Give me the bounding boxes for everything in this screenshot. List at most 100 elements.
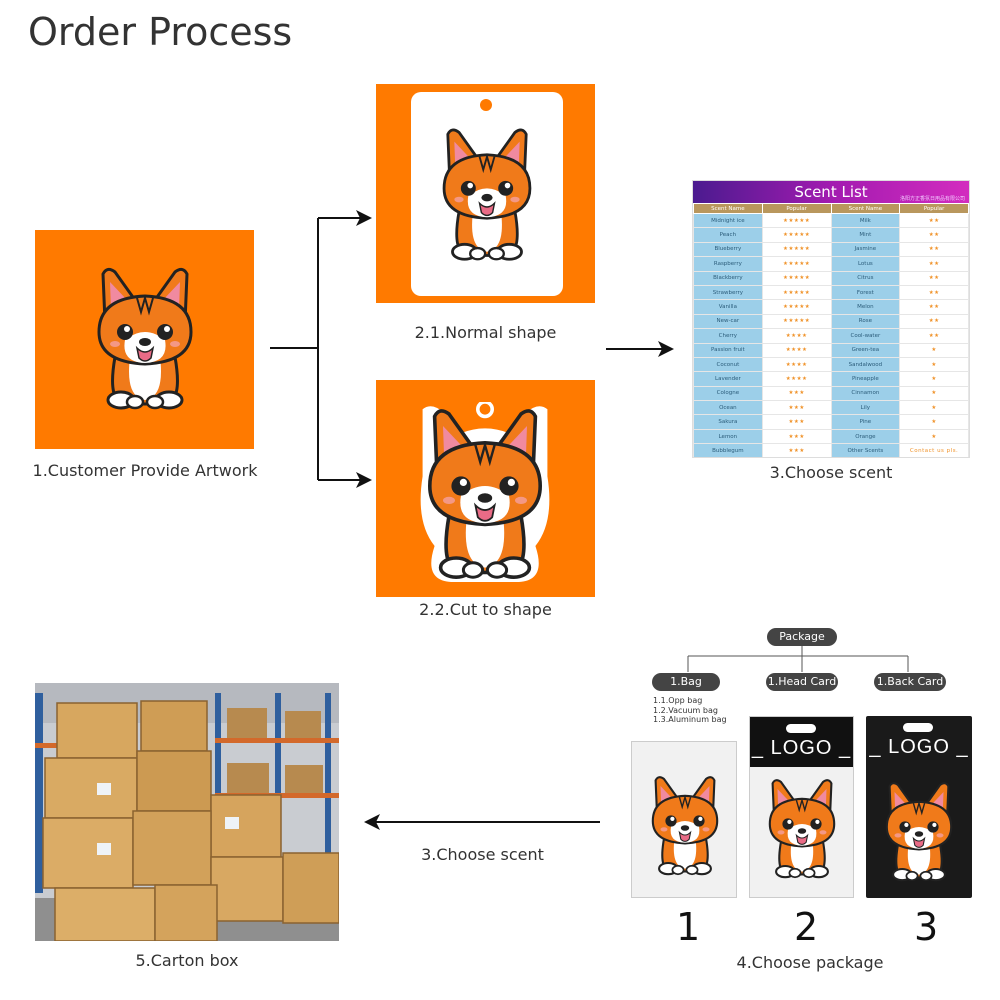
scent-popularity-cell: ★★	[899, 241, 969, 258]
scent-name-cell: Lavender	[693, 371, 763, 387]
page-title: Order Process	[28, 10, 293, 54]
scent-name-cell: Sakura	[693, 414, 763, 430]
scent-popularity-cell: ★★	[899, 270, 969, 286]
step1-caption: 1.Customer Provide Artwork	[32, 461, 258, 480]
hang-hole	[480, 99, 492, 111]
scent-name-cell: Coconut	[693, 356, 763, 373]
scent-name-cell: Other Scents	[830, 443, 901, 457]
scent-name-cell: Sandalwood	[830, 356, 901, 373]
package-back-card-image: _ LOGO _	[866, 716, 972, 898]
scent-popularity-cell: ★★★	[761, 443, 832, 457]
scent-popularity-cell: ★★	[899, 212, 969, 229]
scent-popularity-cell: ★★★★★	[761, 256, 832, 272]
scent-popularity-cell: ★	[899, 428, 969, 445]
hang-slot	[903, 723, 933, 732]
corgi-cut-shape	[420, 402, 550, 582]
scent-name-cell: Citrus	[830, 270, 901, 286]
scent-popularity-cell: ★★	[899, 284, 969, 301]
scent-name-cell: Strawberry	[693, 284, 763, 301]
scent-popularity-cell: ★★★★	[761, 356, 832, 373]
step3-arrow-caption: 3.Choose scent	[421, 845, 544, 864]
scent-popularity-cell: ★	[899, 342, 969, 358]
scent-name-cell: Blueberry	[693, 241, 763, 258]
scent-popularity-cell: ★★★	[761, 400, 832, 416]
scent-name-cell: Jasmine	[830, 241, 901, 258]
arrow-to-scent	[606, 341, 674, 357]
scent-popularity-cell: ★★★	[761, 428, 832, 445]
scent-table-row: Peach★★★★★Mint★★	[693, 227, 969, 243]
scent-table-row: New-car★★★★★Rose★★	[693, 313, 969, 330]
scent-table-row: Strawberry★★★★★Forest★★	[693, 284, 969, 301]
scent-popularity-cell: ★★★★★	[761, 299, 832, 315]
scent-table-row: Cherry★★★★Cool-water★★	[693, 328, 969, 344]
package-root-pill: Package	[767, 628, 837, 646]
scent-popularity-cell: ★★★★★	[761, 241, 832, 258]
scent-popularity-cell: Contact us pls.	[899, 443, 969, 457]
scent-name-cell: Pine	[830, 414, 901, 430]
head-card-top: _ LOGO _	[750, 717, 853, 767]
scent-name-cell: Peach	[693, 227, 763, 243]
scent-popularity-cell: ★	[899, 385, 969, 402]
scent-popularity-cell: ★★★★	[761, 371, 832, 387]
corgi-illustration	[877, 778, 961, 883]
scent-table: Scent Name Popular Scent Name Popular Mi…	[693, 203, 969, 457]
scent-table-row: Midnight ice★★★★★Milk★★	[693, 212, 969, 229]
package-number: 2	[794, 905, 819, 949]
scent-name-cell: Green-tea	[830, 342, 901, 358]
customer-artwork-image	[35, 230, 254, 449]
scent-name-cell: Cool-water	[830, 328, 901, 344]
scent-name-cell: Orange	[830, 428, 901, 445]
step3-caption: 3.Choose scent	[769, 463, 893, 482]
scent-popularity-cell: ★★	[899, 313, 969, 330]
scent-header: Popular	[761, 203, 832, 214]
step2-2-caption: 2.2.Cut to shape	[419, 600, 552, 619]
scent-popularity-cell: ★★★★	[761, 342, 832, 358]
scent-name-cell: Pineapple	[830, 371, 901, 387]
bag-type-list: 1.1.Opp bag 1.2.Vacuum bag 1.3.Aluminum …	[653, 696, 727, 725]
scent-name-cell: Melon	[830, 299, 901, 315]
package-number: 1	[676, 905, 701, 949]
scent-table-row: Sakura★★★Pine★	[693, 414, 969, 430]
scent-table-row: Blackberry★★★★★Citrus★★	[693, 270, 969, 286]
scent-popularity-cell: ★★	[899, 227, 969, 243]
scent-popularity-cell: ★★★★★	[761, 284, 832, 301]
corgi-illustration	[85, 262, 205, 412]
scent-popularity-cell: ★★★★	[761, 328, 832, 344]
bag-type-item: 1.1.Opp bag	[653, 696, 703, 705]
package-head-card-image: _ LOGO _	[749, 716, 854, 898]
arrow-to-carton	[364, 814, 600, 830]
scent-name-cell: Forest	[830, 284, 901, 301]
scent-name-cell: Ocean	[693, 400, 763, 416]
step5-caption: 5.Carton box	[135, 951, 239, 970]
scent-popularity-cell: ★★	[899, 328, 969, 344]
scent-name-cell: Lemon	[693, 428, 763, 445]
scent-table-row: Coconut★★★★Sandalwood★	[693, 356, 969, 373]
carton-box-image	[35, 683, 339, 941]
scent-list-title: Scent List 洛阳方正香氛日用品有限公司	[693, 181, 969, 203]
scent-popularity-cell: ★★★★★	[761, 227, 832, 243]
scent-name-cell: New-car	[693, 313, 763, 330]
scent-table-body: Midnight ice★★★★★Milk★★Peach★★★★★Mint★★B…	[693, 212, 969, 457]
scent-table-row: Vanilla★★★★★Melon★★	[693, 299, 969, 315]
scent-popularity-cell: ★★★★★	[761, 313, 832, 330]
normal-shape-image	[376, 84, 595, 303]
package-number: 3	[914, 905, 939, 949]
corgi-illustration	[643, 772, 727, 877]
package-tree-lines	[687, 646, 909, 672]
scent-popularity-cell: ★★★★★	[761, 212, 832, 229]
scent-name-cell: Rose	[830, 313, 901, 330]
step4-caption: 4.Choose package	[736, 953, 884, 972]
scent-name-cell: Vanilla	[693, 299, 763, 315]
scent-popularity-cell: ★★★	[761, 414, 832, 430]
corgi-illustration	[760, 775, 844, 880]
normal-shape-card	[411, 92, 563, 296]
logo-text: _ LOGO _	[751, 737, 852, 759]
scent-name-cell: Lily	[830, 400, 901, 416]
scent-name-cell: Raspberry	[693, 256, 763, 272]
scent-popularity-cell: ★★★★★	[761, 270, 832, 286]
scent-name-cell: Blackberry	[693, 270, 763, 286]
scent-table-row: Blueberry★★★★★Jasmine★★	[693, 241, 969, 258]
scent-header: Scent Name	[830, 203, 901, 214]
warehouse-illustration	[35, 683, 339, 941]
